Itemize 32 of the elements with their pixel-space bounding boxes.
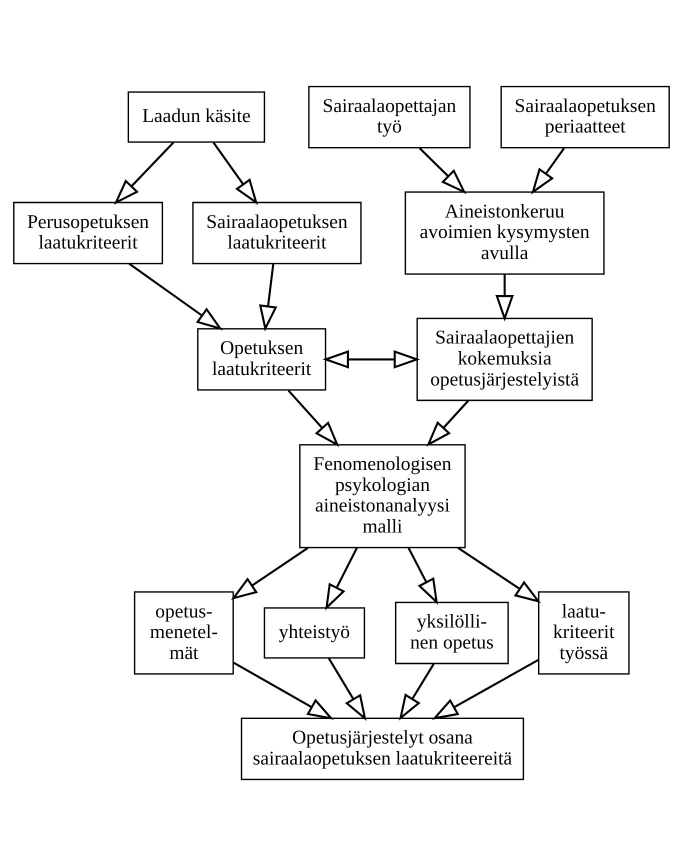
node-box: Perusopetuksen laatukriteerit <box>13 201 164 264</box>
arrow <box>128 262 223 330</box>
arrow <box>322 350 420 368</box>
arrow <box>495 274 514 321</box>
arrow <box>114 141 174 204</box>
arrow <box>325 546 358 610</box>
arrow <box>258 263 278 332</box>
node-box: yhteistyö <box>264 606 366 658</box>
arrow <box>408 546 438 604</box>
arrow <box>212 141 258 205</box>
arrow <box>432 658 540 720</box>
arrow <box>398 663 435 720</box>
arrow <box>230 546 309 600</box>
node-box: Opetuksen laatukriteerit <box>197 328 326 390</box>
node-box: laatu- kriteerit työssä <box>538 590 630 674</box>
node-box: Opetusjärjestelyt osana sairaalaopetuksen laatukriteereitä <box>240 717 524 780</box>
node-box: yksilölli- nen opetus <box>394 601 509 664</box>
arrow <box>426 399 470 446</box>
arrow <box>531 147 565 194</box>
arrow <box>418 146 466 194</box>
node-box: Sairaalaopettajien kokemuksia opetusjärjestelyistä <box>416 317 593 401</box>
arrow <box>288 389 340 446</box>
arrow <box>328 657 367 721</box>
node-box: Sairaalaopetuksen laatukriteerit <box>192 201 362 264</box>
node-box: Aineistonkeruu avoimien kysymysten avulla <box>404 190 605 274</box>
node-box: Laadun käsite <box>128 90 266 142</box>
arrow <box>457 546 541 603</box>
node-box: Sairaalaopetuksen periaatteet <box>500 85 670 148</box>
node-box: Fenomenologisen psykologian aineistonanalyysi malli <box>299 444 466 548</box>
node-box: opetus- menetel- mät <box>134 590 234 674</box>
arrow <box>232 661 334 720</box>
node-box: Sairaalaopettajan työ <box>308 85 471 148</box>
